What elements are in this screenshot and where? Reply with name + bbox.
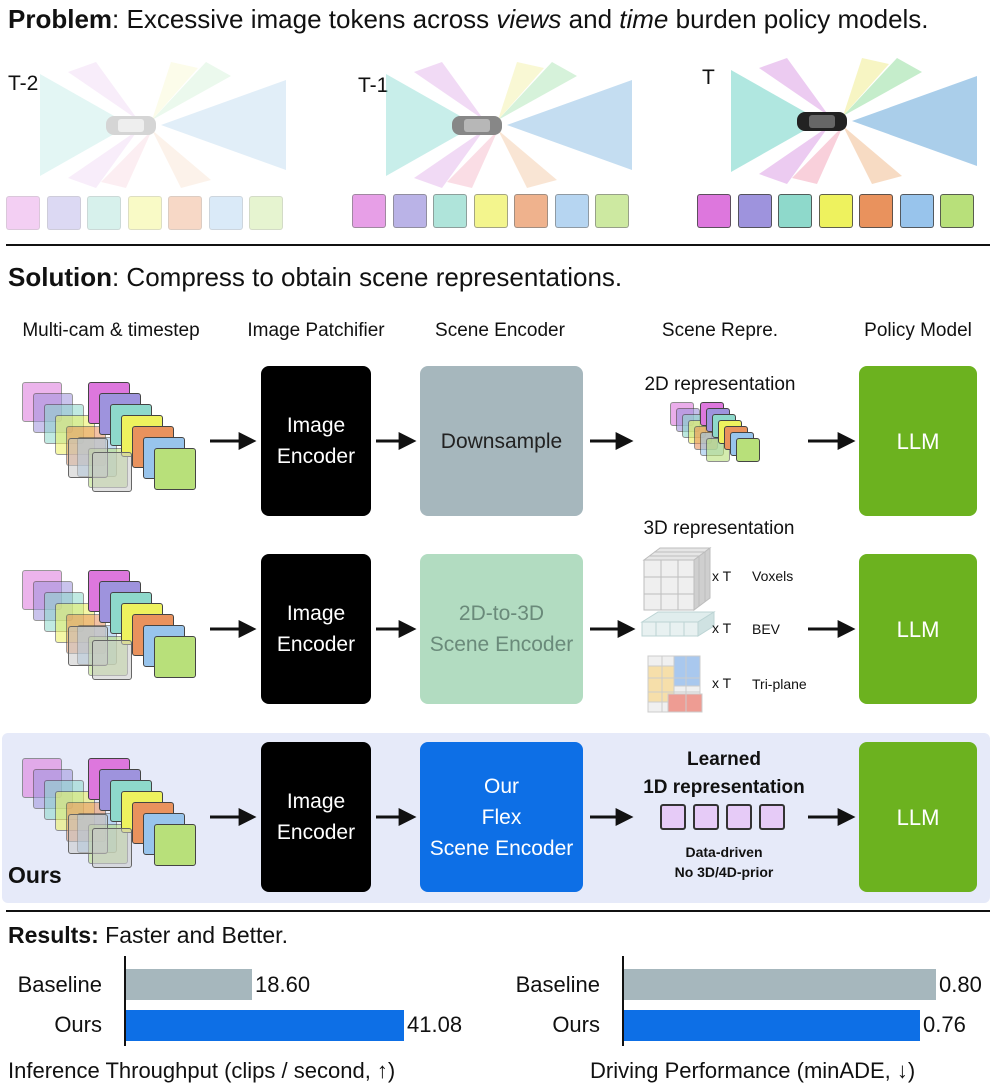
- image-token: [249, 196, 283, 230]
- bar-value: 18.60: [255, 972, 311, 997]
- chart-caption: Driving Performance (minADE, ↓): [590, 1058, 916, 1083]
- camera-image-overlay: [92, 828, 132, 868]
- image-token: [208, 196, 243, 230]
- repr-multiplier: x T: [712, 620, 732, 636]
- image-token: [352, 194, 386, 228]
- column-header: Scene Repre.: [661, 320, 779, 341]
- repr-multiplier: x T: [712, 675, 732, 691]
- camera-image: [154, 636, 196, 678]
- timestep-label: T-1: [358, 74, 389, 97]
- image-token: [6, 196, 40, 230]
- camera-image: [154, 824, 196, 866]
- column-header: Multi-cam & timestep: [22, 320, 200, 341]
- learned-token: [759, 804, 785, 830]
- image-token: [940, 194, 974, 228]
- timestep-label: T: [702, 66, 715, 89]
- bar: [126, 969, 252, 1000]
- multi-cam-stack: [22, 382, 198, 494]
- repr-title-2d: 2D representation: [644, 374, 796, 395]
- learned-token: [693, 804, 719, 830]
- divider: [6, 910, 990, 912]
- repr-title-3d: 3D representation: [643, 518, 795, 539]
- camera-image: [154, 448, 196, 490]
- column-header: Image Patchifier: [247, 320, 385, 341]
- chart-axis: [622, 956, 624, 1046]
- repr-item-bev: BEV: [752, 621, 781, 637]
- bar-label: Baseline: [515, 972, 600, 997]
- image-token: [818, 194, 853, 228]
- image-token: [127, 196, 162, 230]
- learned-token: [660, 804, 686, 830]
- representation-3d-icons: [640, 547, 716, 713]
- chart-caption: Inference Throughput (clips / second, ↑): [8, 1058, 396, 1083]
- token-row: [6, 196, 292, 230]
- image-token: [87, 196, 121, 230]
- repr-item-triplane: Tri-plane: [752, 676, 807, 692]
- camera-image-overlay: [92, 640, 132, 680]
- image-token: [899, 194, 934, 228]
- learned-token: [726, 804, 752, 830]
- solution-heading: Solution: Compress to obtain scene repre…: [8, 262, 623, 292]
- column-header: Policy Model: [864, 320, 972, 341]
- representation-2d: [670, 402, 780, 472]
- multi-cam-stack: [22, 570, 198, 682]
- image-token: [46, 196, 81, 230]
- throughput-chart: Baseline Ours 18.60 41.08 Inference Thro…: [0, 956, 500, 1084]
- image-token: [514, 194, 548, 228]
- car-camera-view: [386, 62, 632, 188]
- bar-value: 41.08: [407, 1012, 463, 1037]
- image-token: [859, 194, 893, 228]
- downsample-box: Downsample: [420, 366, 583, 516]
- image-token: [778, 194, 812, 228]
- driving-performance-chart: Baseline Ours 0.80 0.76 Driving Performa…: [500, 956, 997, 1084]
- bar: [126, 1010, 404, 1041]
- column-header: Scene Encoder: [435, 320, 565, 341]
- bar-label: Ours: [54, 1012, 102, 1037]
- token-row: [352, 194, 638, 228]
- image-token: [595, 194, 629, 228]
- bar-value: 0.76: [923, 1012, 966, 1037]
- repr-item-voxels: Voxels: [752, 568, 794, 584]
- bar: [624, 1010, 920, 1041]
- image-token: [168, 196, 202, 230]
- bar-value: 0.80: [939, 972, 982, 997]
- camera-image-overlay: [92, 452, 132, 492]
- token-row: [697, 194, 983, 228]
- bar-label: Baseline: [17, 972, 102, 997]
- llm-box: LLM: [859, 554, 977, 704]
- llm-box: LLM: [859, 742, 977, 892]
- learned-1d-tokens: [660, 804, 790, 832]
- llm-box: LLM: [859, 366, 977, 516]
- car-camera-view: [731, 58, 977, 184]
- results-heading: Results: Faster and Better.: [8, 922, 288, 948]
- problem-heading: Problem: Excessive image tokens across v…: [8, 4, 929, 34]
- image-token: [554, 194, 589, 228]
- multi-cam-stack: [22, 758, 198, 870]
- timestep-label: T-2: [8, 72, 39, 95]
- car-camera-view: [40, 62, 286, 188]
- image-token: [392, 194, 427, 228]
- divider: [6, 244, 990, 246]
- bar: [624, 969, 936, 1000]
- ours-badge: Ours: [8, 862, 62, 888]
- repr-multiplier: x T: [712, 568, 732, 584]
- image-token: [473, 194, 508, 228]
- flow-arrows: [210, 432, 856, 826]
- image-token: [737, 194, 772, 228]
- chart-axis: [124, 956, 126, 1046]
- bar-label: Ours: [552, 1012, 600, 1037]
- representation-token: [736, 438, 760, 462]
- image-token: [433, 194, 467, 228]
- image-token: [697, 194, 731, 228]
